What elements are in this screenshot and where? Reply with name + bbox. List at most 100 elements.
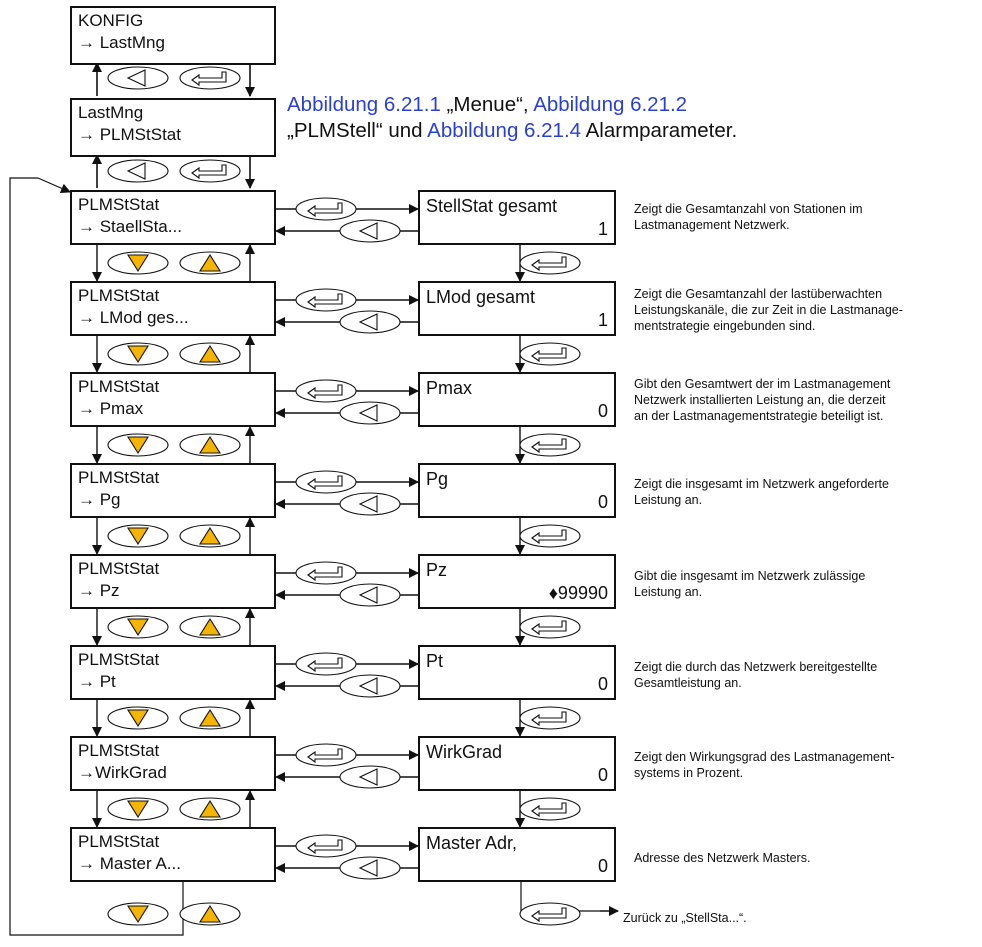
up-triangle-icon: [199, 904, 221, 923]
up-triangle-icon[interactable]: [179, 433, 241, 457]
description: Gibt die insgesamt im Netzwerk zulässige…: [634, 568, 979, 600]
left-triangle-icon[interactable]: [107, 159, 169, 183]
enter-arrow-icon[interactable]: [179, 66, 241, 90]
enter-arrow-icon[interactable]: [179, 159, 241, 183]
down-triangle-icon[interactable]: [107, 433, 169, 457]
down-triangle-icon[interactable]: [107, 797, 169, 821]
figure-link[interactable]: Abbildung 6.21.1: [287, 93, 441, 116]
up-triangle-icon: [199, 253, 221, 272]
enter-arrow-icon[interactable]: [295, 197, 357, 221]
enter-arrow-icon: [531, 256, 567, 272]
enter-arrow-icon[interactable]: [295, 834, 357, 858]
up-triangle-icon[interactable]: [179, 524, 241, 548]
left-triangle-icon[interactable]: [339, 310, 401, 334]
enter-arrow-icon: [531, 438, 567, 454]
enter-arrow-icon[interactable]: [295, 470, 357, 494]
left-triangle-icon: [358, 859, 378, 877]
left-triangle-icon: [358, 768, 378, 786]
enter-arrow-icon: [531, 711, 567, 727]
enter-arrow-icon: [307, 839, 343, 855]
down-triangle-icon: [127, 527, 149, 546]
left-triangle-icon: [358, 495, 378, 513]
figure-link[interactable]: Abbildung 6.21.4: [427, 119, 582, 142]
enter-arrow-icon[interactable]: [519, 524, 581, 548]
enter-arrow-icon: [307, 475, 343, 491]
description-line: Gibt den Gesamtwert der im Lastmanagemen…: [634, 377, 891, 391]
up-triangle-icon[interactable]: [179, 706, 241, 730]
menu-box-konfig: KONFIG → LastMng: [70, 6, 276, 65]
enter-arrow-icon[interactable]: [295, 743, 357, 767]
enter-arrow-icon[interactable]: [519, 797, 581, 821]
down-triangle-icon: [127, 436, 149, 455]
down-triangle-icon[interactable]: [107, 902, 169, 926]
up-triangle-icon[interactable]: [179, 797, 241, 821]
left-triangle-icon[interactable]: [339, 492, 401, 516]
left-triangle-icon: [358, 677, 378, 695]
enter-arrow-icon: [307, 748, 343, 764]
menu-box-lastmng: LastMng → PLMStStat: [70, 98, 276, 157]
enter-arrow-icon[interactable]: [519, 902, 581, 926]
left-triangle-icon[interactable]: [107, 66, 169, 90]
left-triangle-icon[interactable]: [339, 765, 401, 789]
left-triangle-icon[interactable]: [339, 401, 401, 425]
enter-arrow-icon[interactable]: [295, 288, 357, 312]
up-triangle-icon[interactable]: [179, 902, 241, 926]
value-box-pmax: Pmax 0: [418, 372, 616, 427]
enter-arrow-icon[interactable]: [519, 251, 581, 275]
down-triangle-icon[interactable]: [107, 342, 169, 366]
value-box-master: Master Adr, 0: [418, 827, 616, 882]
down-triangle-icon[interactable]: [107, 524, 169, 548]
box-line2: → PLMStStat: [78, 125, 181, 144]
up-triangle-icon[interactable]: [179, 251, 241, 275]
enter-arrow-icon[interactable]: [519, 433, 581, 457]
left-triangle-icon: [358, 404, 378, 422]
down-triangle-icon[interactable]: [107, 251, 169, 275]
left-triangle-icon: [126, 162, 146, 180]
enter-arrow-icon: [531, 907, 567, 923]
up-triangle-icon[interactable]: [179, 615, 241, 639]
description: Adresse des Netzwerk Masters.: [634, 850, 979, 866]
button-outline: [339, 310, 401, 334]
enter-arrow-icon[interactable]: [295, 652, 357, 676]
value-display: 0: [597, 492, 608, 512]
value-box-pg: Pg 0: [418, 463, 616, 518]
value-box-wirkgrad: WirkGrad 0: [418, 736, 616, 791]
button-outline: [107, 66, 169, 90]
down-triangle-icon[interactable]: [107, 706, 169, 730]
description-line: Leistung an.: [634, 493, 703, 507]
button-outline: [107, 159, 169, 183]
intro-text-part: „PLMStell“ und: [287, 119, 428, 142]
enter-arrow-icon[interactable]: [519, 615, 581, 639]
box-line2: → Master A...: [78, 854, 181, 873]
enter-arrow-icon[interactable]: [519, 706, 581, 730]
enter-arrow-icon: [191, 71, 227, 87]
left-triangle-icon[interactable]: [339, 856, 401, 880]
enter-arrow-icon[interactable]: [295, 561, 357, 585]
button-outline: [339, 492, 401, 516]
enter-arrow-icon[interactable]: [295, 379, 357, 403]
up-triangle-icon: [199, 344, 221, 363]
intro-text-part: „Menue“,: [440, 93, 534, 116]
value-display: 0: [597, 765, 608, 785]
down-triangle-icon[interactable]: [107, 615, 169, 639]
left-triangle-icon[interactable]: [339, 583, 401, 607]
enter-arrow-icon: [307, 657, 343, 673]
value-title: WirkGrad: [426, 742, 502, 762]
button-outline: [339, 674, 401, 698]
box-line1: KONFIG: [78, 11, 144, 30]
left-triangle-icon[interactable]: [339, 219, 401, 243]
left-triangle-icon[interactable]: [339, 674, 401, 698]
figure-link[interactable]: Abbildung 6.21.2: [533, 93, 688, 116]
value-display: 0: [597, 401, 608, 421]
description-line: Zeigt die insgesamt im Netzwerk angeford…: [634, 477, 889, 491]
up-triangle-icon[interactable]: [179, 342, 241, 366]
down-triangle-icon: [127, 800, 149, 819]
box-line1: PLMStStat: [78, 832, 160, 851]
box-line2: → Pmax: [78, 399, 144, 418]
description-line: mentstrategie eingebunden sind.: [634, 319, 816, 333]
enter-arrow-icon[interactable]: [519, 342, 581, 366]
value-display: 0: [597, 674, 608, 694]
box-line2: → Pt: [78, 672, 116, 691]
description-line: Leistungskanäle, die zur Zeit in die Las…: [634, 303, 903, 317]
